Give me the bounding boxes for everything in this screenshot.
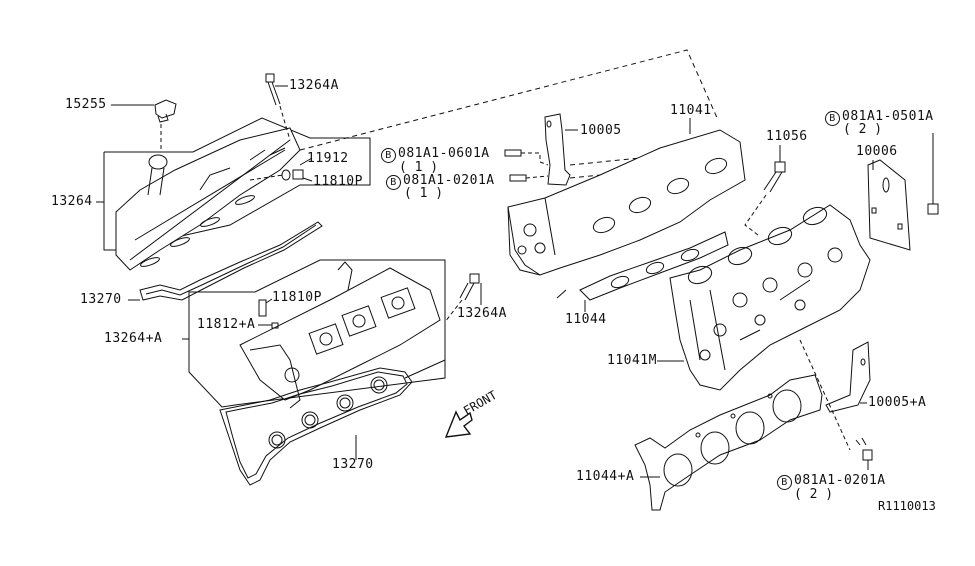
bolt-qty-0201a-upper: ( 1 ) [404,186,444,201]
gasket-lower-part [220,360,445,485]
bolt-part-number: 081A1-0201A [403,173,495,188]
bracket-right-part [868,133,938,250]
label-13264a-upper: 13264A [289,78,339,93]
label-10005-a: 10005+A [868,395,927,410]
leader-11044 [557,290,566,298]
bolt-part-number: 081A1-0201A [794,473,886,488]
group-frame-lower [189,260,445,407]
label-13264a-lower: 13264A [457,306,507,321]
label-11810p-upper: 11810P [313,174,363,189]
label-10005: 10005 [580,123,622,138]
label-13270-upper: 13270 [80,292,122,307]
group-frame-upper-outline [104,118,370,250]
bolt-part-number: 081A1-0501A [842,109,934,124]
oil-filler-neck [149,155,167,169]
label-13264: 13264 [51,194,93,209]
label-11044-a: 11044+A [576,469,635,484]
bolt-qty-0501a: ( 2 ) [843,122,883,137]
label-11056: 11056 [766,129,808,144]
label-11041m: 11041M [607,353,657,368]
cylinder-head-upper-part [508,118,745,275]
bracket-upper-part [505,114,640,185]
rocker-cover-upper-part [116,128,300,270]
gasket-upper-part [128,222,322,300]
manifold-gasket-part [580,232,728,312]
bolt-marker-b: B [386,175,401,190]
rocker-cover-lower-part [240,262,440,408]
label-10006: 10006 [856,144,898,159]
head-gasket-part [635,375,822,510]
front-arrow [446,412,472,437]
bolt-marker-b: B [381,148,396,163]
cover-bolt-lower-part [445,274,481,322]
label-15255: 15255 [65,97,107,112]
label-11044: 11044 [565,312,607,327]
bolt-lower-part [856,438,872,470]
cover-bolt-upper-part [266,74,290,140]
reference-code: R1110013 [878,499,936,513]
label-11812-a: 11812+A [197,317,256,332]
assembly-dashline-top [300,50,718,150]
label-13270-lower: 13270 [332,457,374,472]
pcv-upper-parts [250,158,312,181]
head-bolt-part [745,145,785,235]
bolt-part-number: 081A1-0601A [398,146,490,161]
bolt-marker-b: B [825,111,840,126]
oil-filler-cap-part [111,100,176,150]
label-11041: 11041 [670,103,712,118]
bolt-qty-0601a: ( 1 ) [399,160,439,175]
label-11912: 11912 [307,151,349,166]
pcv-lower-parts [258,299,278,328]
bracket-lower-part [800,340,870,450]
label-11810p-lower: 11810P [272,290,322,305]
cylinder-head-lower-part [657,204,870,390]
bolt-marker-b: B [777,475,792,490]
label-13264-a: 13264+A [104,331,163,346]
bolt-qty-0201a-lower: ( 2 ) [794,487,834,502]
